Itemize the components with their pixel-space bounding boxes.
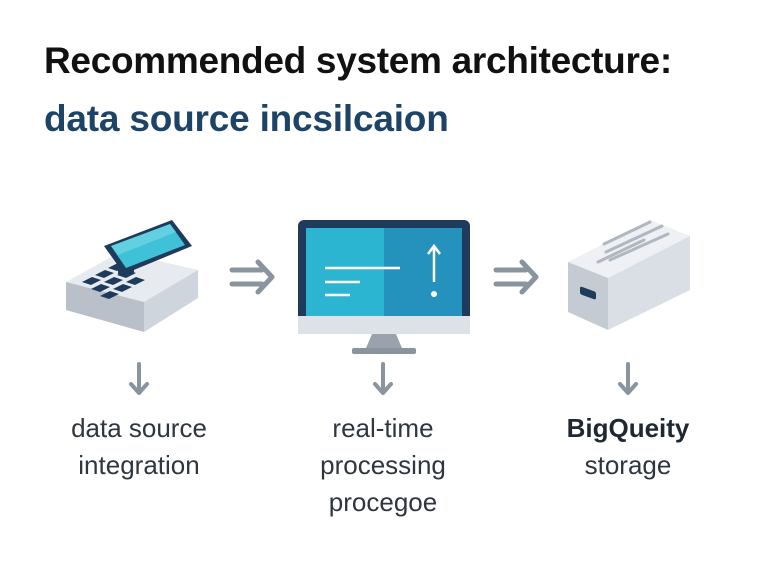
stage-label-line: processing <box>320 450 446 480</box>
stage-label-line: storage <box>584 450 672 480</box>
stage-label-processing: real-time processing procegoe <box>274 410 492 521</box>
storage-box-icon <box>568 220 690 330</box>
down-arrow-icon-1 <box>129 362 149 395</box>
page-title: Recommended system architecture: <box>44 40 672 81</box>
monitor-icon <box>298 220 470 354</box>
stage-label-line: data source <box>71 413 207 443</box>
down-arrow-icon-2 <box>373 362 393 395</box>
page-subtitle: data source incsilcaion <box>44 98 449 139</box>
stage-label-storage: BigQueity storage <box>519 410 737 484</box>
device-keypad-icon <box>66 220 198 332</box>
double-arrow-icon-2 <box>493 259 539 295</box>
down-arrow-icon-3 <box>618 362 638 395</box>
stage-label-line: real-time <box>332 413 434 443</box>
stage-label-line: procegoe <box>328 487 438 517</box>
double-arrow-icon-1 <box>229 259 275 295</box>
stage-label-source: data source integration <box>30 410 248 484</box>
stage-label-line: integration <box>78 450 200 480</box>
stage-label-line: BigQueity <box>566 413 690 443</box>
